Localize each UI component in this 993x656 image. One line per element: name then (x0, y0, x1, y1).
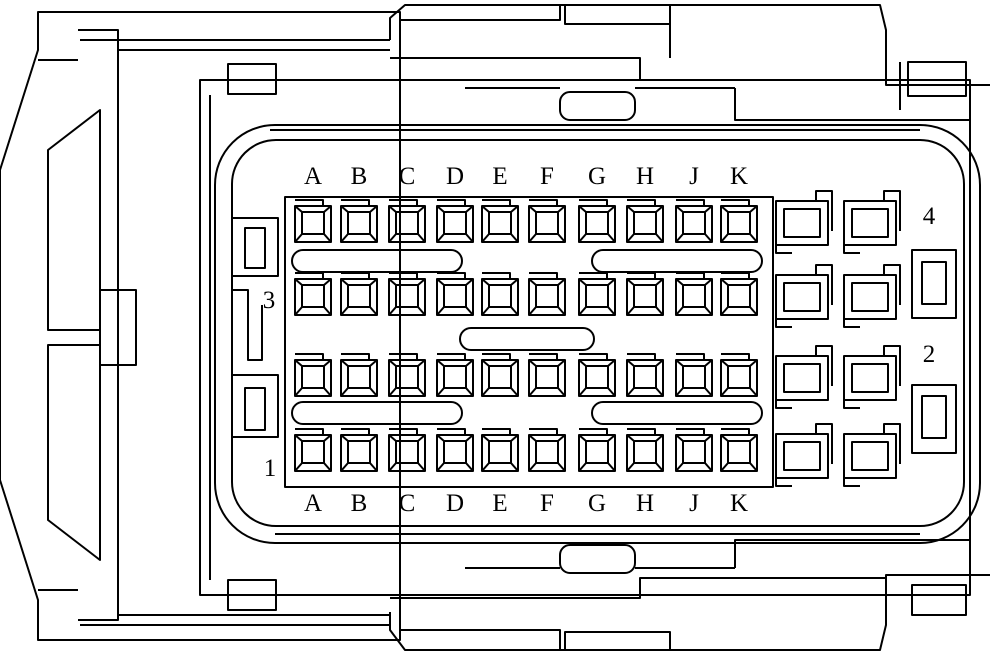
cavity-J3 (675, 353, 713, 397)
column-label-b: B (350, 490, 368, 517)
power-cavity-2-1 (775, 264, 833, 328)
left-latch (0, 11, 401, 641)
column-label-c: C (398, 163, 416, 190)
cavity-block (284, 196, 774, 488)
cavity-E1 (481, 199, 519, 243)
column-label-e: E (492, 490, 508, 517)
cavity-C3 (388, 353, 426, 397)
slot-3 (459, 327, 595, 351)
cavity-A4 (294, 428, 332, 472)
row-number-3: 3 (262, 287, 276, 314)
cavity-A1 (294, 199, 332, 243)
cavity-G4 (578, 428, 616, 472)
cavity-F3 (528, 353, 566, 397)
row-number-2: 2 (922, 341, 936, 368)
cavity-G3 (578, 353, 616, 397)
column-label-f: F (540, 163, 554, 190)
slot-1 (291, 249, 463, 273)
cavity-F1 (528, 199, 566, 243)
cavity-H1 (626, 199, 664, 243)
column-label-c: C (398, 490, 416, 517)
cavity-G2 (578, 272, 616, 316)
column-label-k: K (729, 490, 749, 517)
column-label-j: J (689, 490, 699, 517)
cavity-G1 (578, 199, 616, 243)
power-cavity-1-1 (775, 190, 833, 254)
cavity-K2 (720, 272, 758, 316)
column-label-g: G (587, 490, 607, 517)
cavity-D4 (436, 428, 474, 472)
face-frame (199, 63, 981, 611)
cavity-H3 (626, 353, 664, 397)
slot-5 (591, 401, 763, 425)
cavity-A3 (294, 353, 332, 397)
cavity-E3 (481, 353, 519, 397)
column-label-g: G (587, 163, 607, 190)
power-cavity-1-2 (843, 190, 901, 254)
column-label-e: E (492, 163, 508, 190)
cavity-J2 (675, 272, 713, 316)
power-cavity-4-1 (775, 423, 833, 487)
power-cavities (775, 190, 901, 487)
column-label-j: J (689, 163, 699, 190)
column-label-k: K (729, 163, 749, 190)
column-label-b: B (350, 163, 368, 190)
column-label-h: H (635, 163, 655, 190)
row-number-4: 4 (922, 203, 936, 230)
column-label-a: A (303, 490, 323, 517)
terminal-cavities (294, 199, 758, 472)
slot-2 (591, 249, 763, 273)
left-side-latches (231, 217, 279, 438)
column-label-a: A (303, 163, 323, 190)
cavity-C1 (388, 199, 426, 243)
cavity-J4 (675, 428, 713, 472)
right-side-latches (911, 249, 957, 454)
cavity-K1 (720, 199, 758, 243)
cavity-C2 (388, 272, 426, 316)
cavity-C4 (388, 428, 426, 472)
power-cavity-4-2 (843, 423, 901, 487)
cavity-F4 (528, 428, 566, 472)
cavity-K3 (720, 353, 758, 397)
slot-4 (291, 401, 463, 425)
cavity-B3 (340, 353, 378, 397)
cavity-J1 (675, 199, 713, 243)
power-cavity-3-2 (843, 345, 901, 409)
column-label-d: D (445, 163, 465, 190)
power-cavity-3-1 (775, 345, 833, 409)
cavity-D1 (436, 199, 474, 243)
cavity-H2 (626, 272, 664, 316)
cavity-D3 (436, 353, 474, 397)
cavity-E2 (481, 272, 519, 316)
column-label-f: F (540, 490, 554, 517)
polarization-slots (291, 249, 763, 425)
cavity-E4 (481, 428, 519, 472)
cavity-H4 (626, 428, 664, 472)
cavity-B2 (340, 272, 378, 316)
column-label-d: D (445, 490, 465, 517)
cavity-B4 (340, 428, 378, 472)
cavity-D2 (436, 272, 474, 316)
top-clip (389, 4, 990, 121)
cavity-K4 (720, 428, 758, 472)
cavity-F2 (528, 272, 566, 316)
row-number-1: 1 (263, 455, 277, 482)
cavity-A2 (294, 272, 332, 316)
bottom-clip (389, 539, 990, 651)
cavity-B1 (340, 199, 378, 243)
column-label-h: H (635, 490, 655, 517)
power-cavity-2-2 (843, 264, 901, 328)
